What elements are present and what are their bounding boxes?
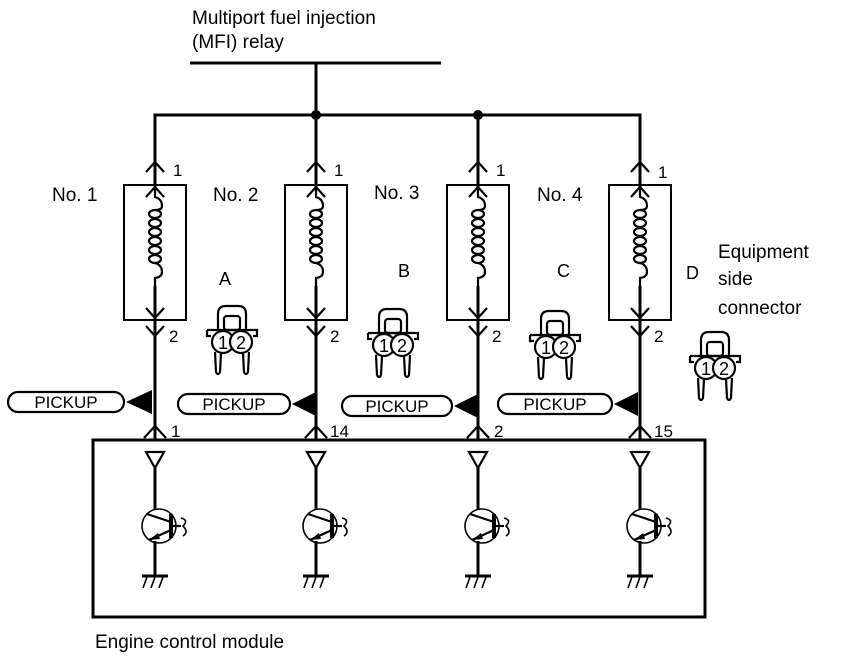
ground-icon [463, 574, 493, 590]
ecm-driver-3 [463, 450, 511, 590]
connector-letter-c: C [557, 261, 570, 281]
ecm-terminal-chevron-icon [466, 424, 490, 439]
pin-2-chevron-icon [145, 307, 165, 320]
pin-1-chevron-icon [468, 160, 488, 173]
transistor-icon [463, 507, 511, 545]
pin-1-chevron-icon [306, 185, 326, 198]
ground-icon [140, 574, 170, 590]
pin-2-chevron-icon [306, 325, 326, 338]
pin-1-chevron-icon [145, 160, 165, 173]
terminal-triangle-icon [305, 450, 327, 471]
ecm-driver-2 [301, 450, 349, 590]
ecm-terminal-chevron-icon [628, 424, 652, 439]
injector-1-pin-bottom: 2 [169, 327, 178, 346]
pickup-label-3: PICKUP [365, 397, 428, 416]
equipment-connector-label-line2: side [718, 269, 753, 290]
connector-d-pin2: 2 [719, 359, 729, 379]
transistor-icon [301, 507, 349, 545]
connector-d-pin1: 1 [701, 359, 711, 379]
injector-3-coil-icon [470, 188, 487, 288]
pin-1-chevron-icon [630, 185, 650, 198]
relay-label-line1: Multiport fuel injection [192, 8, 376, 29]
pin-2-chevron-icon [630, 307, 650, 320]
transistor-icon [625, 507, 673, 545]
pin-1-chevron-icon [145, 185, 165, 198]
pin-1-chevron-icon [630, 160, 650, 173]
connector-a-pin2: 2 [236, 333, 246, 353]
terminal-triangle-icon [467, 450, 489, 471]
pin-1-chevron-icon [468, 185, 488, 198]
pin-2-chevron-icon [306, 307, 326, 320]
ecm-terminal-14: 14 [330, 422, 349, 441]
pickup-probe-2: PICKUP [176, 392, 316, 416]
power-bus [153, 113, 642, 185]
transistor-icon [140, 507, 188, 545]
injector-label-2: No. 2 [213, 185, 258, 206]
injector-label-1: No. 1 [52, 185, 97, 206]
connector-letter-b: B [398, 261, 410, 281]
injector-label-3: No. 3 [374, 183, 419, 204]
ground-icon [625, 574, 655, 590]
injector-4-coil-icon [632, 188, 649, 288]
pin-1-chevron-icon [306, 160, 326, 173]
equipment-connector-label-line1: Equipment [718, 242, 810, 263]
ecm-terminal-2: 2 [494, 422, 503, 441]
connector-c-pin1: 1 [541, 338, 551, 358]
connector-a: 1 2 [205, 304, 259, 376]
ecm-terminal-15: 15 [654, 422, 673, 441]
injector-3-pin-bottom: 2 [492, 327, 501, 346]
ecm-terminal-chevron-icon [304, 424, 328, 439]
injector-label-4: No. 4 [537, 185, 583, 206]
injector-1-pin-top: 1 [173, 161, 182, 180]
connector-letter-d: D [686, 263, 699, 283]
ecm-driver-4 [625, 450, 673, 590]
ground-icon [301, 574, 331, 590]
pickup-probe-4: PICKUP [496, 392, 638, 416]
pickup-label-1: PICKUP [34, 393, 97, 412]
terminal-triangle-icon [144, 450, 166, 471]
equipment-connector-label-line3: connector [718, 298, 802, 319]
ecm-terminal-chevron-icon [143, 424, 167, 439]
connector-b-pin2: 2 [397, 336, 407, 356]
relay-label-line2: (MFI) relay [192, 32, 284, 53]
pickup-label-4: PICKUP [523, 395, 586, 414]
ecm-driver-1 [140, 450, 188, 590]
pin-2-chevron-icon [468, 307, 488, 320]
injector-2-pin-top: 1 [334, 161, 343, 180]
injector-1-coil-icon [147, 188, 164, 288]
connector-c-pin2: 2 [559, 338, 569, 358]
pin-2-chevron-icon [468, 325, 488, 338]
injector-4-pin-top: 1 [658, 163, 667, 182]
ecm-box [91, 438, 707, 619]
terminal-triangle-icon [629, 450, 651, 471]
connector-b-pin1: 1 [379, 336, 389, 356]
pin-2-chevron-icon [145, 325, 165, 338]
ecm-label: Engine control module [95, 632, 284, 653]
injector-4-pin-bottom: 2 [654, 327, 663, 346]
connector-c: 1 2 [528, 309, 582, 381]
pickup-probe-3: PICKUP [340, 394, 478, 418]
injector-4 [608, 160, 672, 440]
pickup-label-2: PICKUP [202, 395, 265, 414]
injector-2-coil-icon [308, 188, 325, 288]
connector-letter-a: A [219, 269, 231, 289]
injector-2-pin-bottom: 2 [330, 327, 339, 346]
connector-a-pin1: 1 [218, 333, 228, 353]
pickup-probe-1: PICKUP [6, 390, 152, 414]
injector-3-pin-top: 1 [496, 161, 505, 180]
connector-b: 1 2 [366, 307, 420, 379]
connector-d: 1 2 [688, 330, 742, 402]
pin-2-chevron-icon [630, 325, 650, 338]
injector-1 [123, 160, 187, 440]
ecm-terminal-1: 1 [171, 422, 180, 441]
